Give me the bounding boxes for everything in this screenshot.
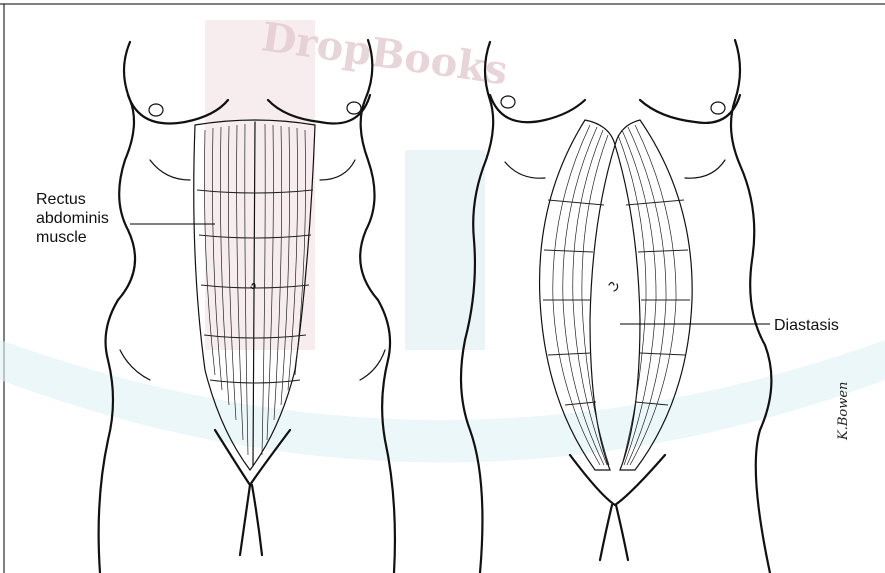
right-leg-line-left	[600, 505, 612, 560]
right-segment-9	[640, 353, 685, 355]
right-segment-4	[548, 353, 591, 355]
left-nipple-left	[149, 104, 163, 116]
left-rib-right	[320, 160, 355, 180]
artist-signature: K.Bowen	[836, 360, 851, 440]
watermark-arc	[0, 340, 885, 463]
watermark: DropBooks	[0, 13, 885, 462]
watermark-book-left	[205, 20, 315, 350]
left-torso-outline-right	[360, 40, 395, 573]
rectus-abdominis-label: Rectus abdominis muscle	[36, 190, 109, 247]
right-torso	[461, 40, 771, 573]
right-segment-2	[544, 250, 593, 252]
right-nipple-right	[711, 102, 725, 114]
right-rib-right	[685, 160, 725, 178]
left-rib-left	[150, 160, 190, 180]
right-navel	[609, 283, 618, 292]
left-hip-right	[360, 350, 385, 380]
watermark-book-right	[405, 150, 485, 350]
left-leg-line-left	[240, 485, 250, 555]
left-segment-5	[210, 380, 300, 383]
left-leg-line-right	[252, 485, 262, 555]
right-groin	[570, 455, 665, 505]
right-nipple-left	[501, 96, 515, 108]
diastasis-label: Diastasis	[774, 316, 839, 335]
right-segment-7	[638, 250, 688, 252]
right-segment-1	[548, 200, 604, 205]
left-torso-outline-left	[99, 42, 135, 573]
right-torso-outline-right	[731, 40, 771, 573]
right-rib-left	[505, 162, 545, 178]
right-leg-line-right	[616, 505, 628, 560]
right-breast-left	[490, 95, 585, 122]
left-nipple-right	[347, 102, 361, 114]
left-hip-left	[120, 350, 150, 380]
